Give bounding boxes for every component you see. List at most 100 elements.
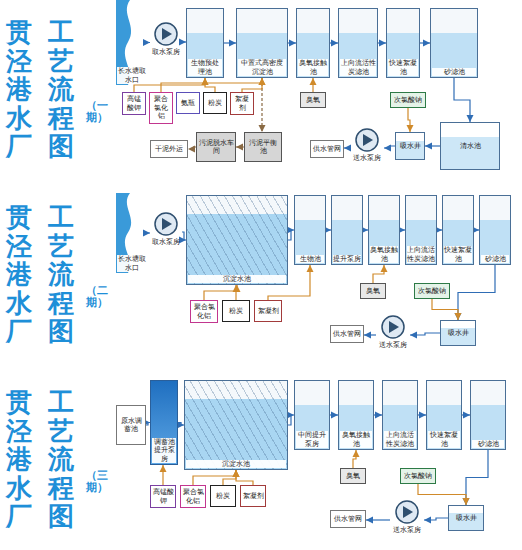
node-text: 沉淀水池 <box>186 460 286 468</box>
pump-casing <box>155 23 177 45</box>
pump-impeller <box>363 134 373 146</box>
flow-line <box>188 147 196 149</box>
title-column: （一期） <box>86 100 97 124</box>
flow-line <box>410 333 440 335</box>
chemical-box: 粉炭 <box>222 300 250 322</box>
flow-line <box>148 232 150 233</box>
flow-line <box>148 42 150 43</box>
flow-line <box>330 42 338 43</box>
treatment-unit: 生物预处理池 <box>186 8 224 78</box>
flow-line <box>224 42 236 43</box>
plain-box: 供水管网 <box>310 140 344 158</box>
node-text: 送水泵房 <box>379 341 407 349</box>
sludge-box: 污泥平衡池 <box>244 132 282 162</box>
flow-line <box>418 414 426 415</box>
pump-house: 送水泵房 <box>376 313 410 357</box>
node-text: 高锰酸钾 <box>124 95 144 112</box>
pump-impeller <box>403 506 413 518</box>
flow-line <box>235 285 236 300</box>
title-column: 贯泾港水厂 <box>6 388 32 531</box>
sludge-box: 污泥脱水车间 <box>196 132 236 162</box>
node-text: 次氯酸钠 <box>394 96 422 104</box>
flow-line <box>432 299 458 320</box>
suction-well: 吸水井 <box>440 320 476 346</box>
sedimentation-tank: 沉淀水池 <box>184 380 288 470</box>
river-intake: 长水塘取水口 <box>116 0 148 85</box>
treatment-unit: 臭氧接触池 <box>338 380 374 450</box>
node-text: 供水管网 <box>313 145 341 153</box>
node-text: 絮凝剂 <box>243 492 264 500</box>
node-text: 臭氧接触池 <box>340 431 372 448</box>
node-text: 粉炭 <box>208 99 222 107</box>
flow-line <box>236 470 253 485</box>
pump-house: 送水泵房 <box>350 126 384 170</box>
treatment-unit: 砂滤池 <box>479 195 511 265</box>
flow-line <box>242 78 262 92</box>
node-text: 送水泵房 <box>393 526 421 534</box>
node-text: 絮凝剂 <box>258 307 279 315</box>
flow-line <box>454 78 470 122</box>
node-text: 上向流活性炭滤池 <box>407 246 435 263</box>
pump-icon <box>380 314 406 340</box>
treatment-unit: 提升泵房 <box>331 195 363 265</box>
flow-line <box>364 334 376 335</box>
river-intake: 长水塘取水口 <box>116 193 148 273</box>
treatment-unit: 快速絮凝池 <box>442 195 474 265</box>
node-text: 粉炭 <box>229 307 243 315</box>
treatment-unit: 上向流活性炭滤池 <box>405 195 437 265</box>
plain-box: 供水管网 <box>330 325 364 343</box>
flow-line <box>408 108 410 132</box>
chemical-box: 氨瓶 <box>176 92 200 114</box>
node-text: 长水塘取水口 <box>117 67 147 84</box>
lift-pump-house: 调蓄池提升泵房 <box>150 380 178 465</box>
node-text: 快速絮凝池 <box>388 59 418 76</box>
node-text: 臭氧 <box>306 96 320 104</box>
pump-icon <box>354 127 380 153</box>
flow-line <box>193 470 236 485</box>
node-text: 生物池 <box>296 255 324 263</box>
suction-well: 吸水井 <box>448 505 484 531</box>
pump-house: 送水泵房 <box>390 498 424 542</box>
node-text: 中间提升泵房 <box>296 431 328 448</box>
ozone-box: 臭氧 <box>300 92 326 108</box>
flow-line <box>236 146 244 147</box>
sedimentation-tank: 沉淀水池 <box>186 195 288 285</box>
ozone-box: 臭氧 <box>340 468 366 484</box>
node-text: 长水塘取水口 <box>117 255 147 272</box>
treatment-unit: 上向流活性炭滤池 <box>338 8 378 78</box>
flow-line <box>344 147 350 148</box>
flow-line <box>288 42 296 43</box>
node-text: 中置式高密度沉淀池 <box>238 59 286 76</box>
pump-house: 取水泵房 <box>150 20 182 64</box>
pump-casing <box>356 129 378 151</box>
flow-line <box>205 78 215 92</box>
pump-impeller <box>162 28 172 40</box>
pump-house: 取水泵房 <box>150 210 182 254</box>
treatment-unit: 生物池 <box>294 195 326 265</box>
chemical-box: 高锰酸钾 <box>150 485 176 508</box>
node-text: 供水管网 <box>334 515 362 523</box>
node-text: 干泥外运 <box>155 145 183 153</box>
flow-line <box>204 285 237 300</box>
node-text: 粉炭 <box>216 492 230 500</box>
node-text: 高锰酸钾 <box>152 488 174 505</box>
node-text: 污泥平衡池 <box>246 139 280 156</box>
flow-line <box>424 518 448 520</box>
title-column: 工艺流程图 <box>48 203 74 346</box>
node-text: 提升泵房 <box>333 255 361 263</box>
title-column: 工艺流程图 <box>48 18 74 161</box>
node-text: 调蓄池提升泵房 <box>152 438 176 463</box>
pump-casing <box>396 501 418 523</box>
pump-icon <box>394 499 420 525</box>
flow-line <box>462 414 470 415</box>
flow-line <box>458 265 495 320</box>
node-text: 上向流活性炭滤池 <box>384 431 416 448</box>
node-text: 次氯酸钠 <box>404 472 432 480</box>
node-text: 沉淀水池 <box>188 275 286 283</box>
flow-line <box>312 78 313 92</box>
flow-line <box>374 414 382 415</box>
flow-line <box>466 450 488 505</box>
pump-casing <box>155 213 177 235</box>
title-column: 贯泾港水厂 <box>6 203 32 346</box>
